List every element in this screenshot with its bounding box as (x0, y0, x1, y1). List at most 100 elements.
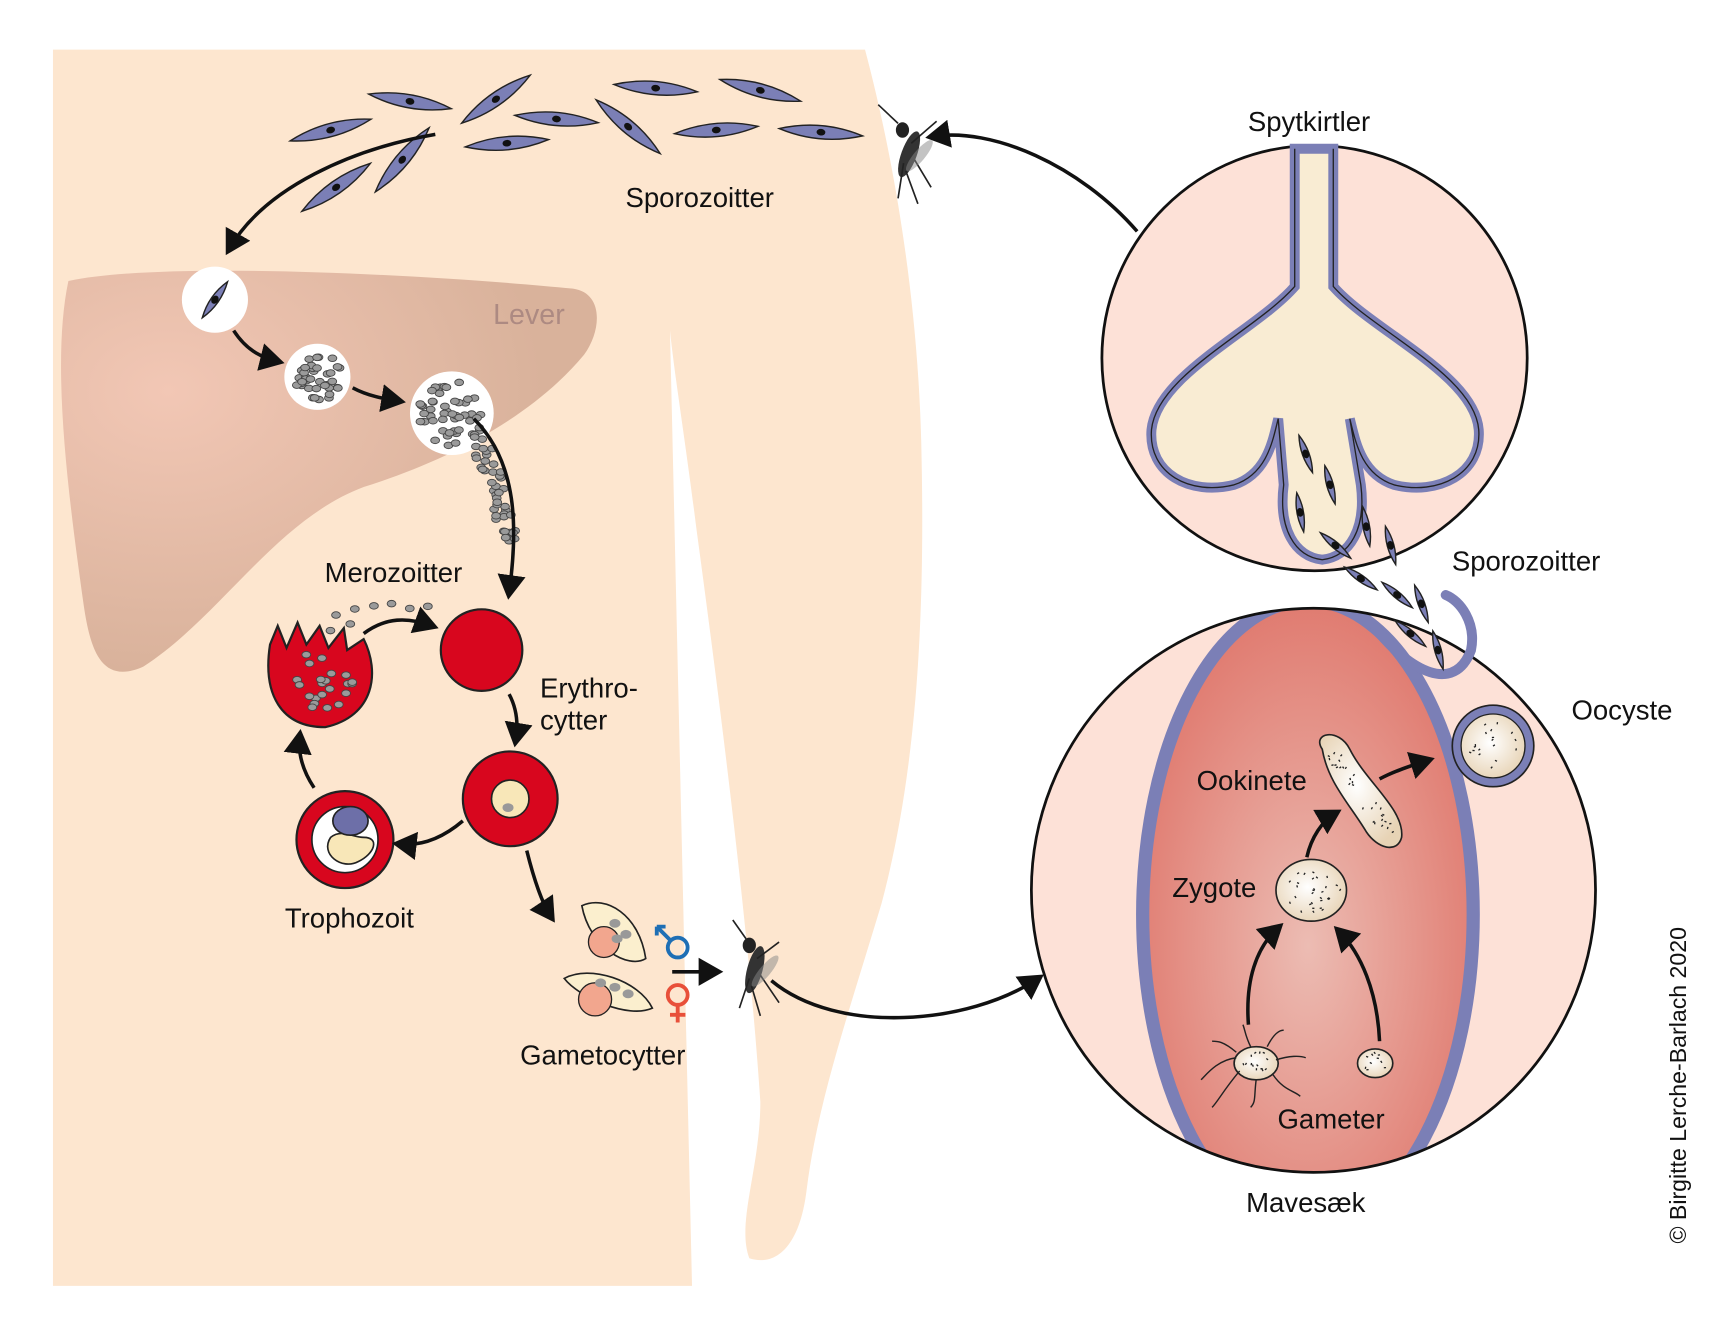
speckle (1321, 908, 1324, 911)
arrow-ring-to-gametocytes (525, 850, 555, 923)
merozoite (419, 409, 429, 418)
merozoite (325, 626, 336, 635)
merozoite (332, 363, 343, 371)
sporozoite (1361, 504, 1372, 549)
merozoite (322, 704, 333, 712)
speckle (1327, 754, 1331, 758)
merozoite (317, 654, 327, 662)
label-mavesaek: Mavesæk (1246, 1187, 1366, 1218)
merozoite (454, 413, 465, 422)
liver-label: Lever (493, 299, 565, 331)
sporozoites-skin (287, 73, 866, 213)
speckle (1365, 1055, 1369, 1058)
merozoite (325, 369, 336, 377)
speckle (1375, 801, 1378, 805)
speckle (1296, 885, 1299, 888)
sporozoite (299, 161, 373, 213)
speckle (1349, 777, 1352, 781)
merozoite (447, 410, 458, 418)
cell-speckles (1242, 722, 1518, 1072)
arrow-trophozoite-to-schizont (283, 729, 316, 789)
speckle (1311, 891, 1314, 895)
liver-schizont-early (284, 343, 351, 410)
arrow-ookinete-to-oocyst (1378, 752, 1435, 781)
speckle (1373, 1051, 1376, 1055)
erythrocyte-uninfected (439, 608, 524, 692)
speckle (1265, 1057, 1269, 1061)
speckle (1478, 753, 1481, 756)
arrow-erythrocyte-to-ring (504, 693, 533, 748)
arrow-liver-to-blood (472, 417, 526, 600)
label-gametocytter: Gametocytter (520, 1039, 685, 1070)
merozoite (347, 678, 358, 686)
merozoite (304, 692, 315, 700)
merozoite (349, 605, 360, 613)
label-sporozoitter-host: Sporozoitter (626, 182, 774, 213)
merozoite (301, 650, 312, 659)
label-zygote: Zygote (1172, 872, 1256, 903)
speckle (1510, 731, 1514, 735)
merozoite (333, 700, 344, 709)
merozoite (491, 511, 501, 520)
merozoite (320, 381, 330, 390)
speckle (1339, 766, 1342, 769)
zygote (1275, 858, 1348, 922)
speckle (1361, 807, 1364, 810)
merozoite (422, 602, 433, 611)
merozoite (331, 611, 341, 619)
merozoite (463, 395, 473, 403)
merozoite (297, 377, 307, 386)
label-erythrocytter-1: Erythro- (540, 672, 638, 703)
merozoite (369, 602, 379, 610)
speckle (1380, 1060, 1383, 1064)
merozoite (294, 681, 305, 689)
sporozoite (512, 111, 601, 127)
merozoite (444, 429, 455, 437)
sporozoite (1384, 524, 1397, 567)
merozoite (304, 659, 315, 668)
arrow-skin-to-liver (225, 132, 436, 256)
copyright-text: © Birgitte Lerche-Barlach 2020 (1665, 927, 1691, 1244)
speckle (1244, 1062, 1248, 1066)
speckle (1382, 813, 1385, 816)
speckle (1256, 1064, 1259, 1067)
gametocyte-male (580, 901, 647, 963)
speckle (1490, 728, 1493, 732)
speckle (1380, 814, 1384, 818)
merozoite (324, 390, 335, 399)
merozoite (307, 703, 318, 711)
speckle (1338, 759, 1341, 762)
speckle (1312, 871, 1315, 874)
speckle (1484, 731, 1487, 735)
label-ookinete: Ookinete (1197, 765, 1307, 796)
merozoite (500, 527, 510, 536)
merozoite-release-stream (469, 433, 520, 545)
speckle (1386, 826, 1389, 830)
merozoite (324, 685, 335, 693)
label-trophozoit: Trophozoit (285, 903, 414, 934)
sporozoite (1413, 583, 1429, 625)
female-symbol-icon (665, 983, 690, 1023)
salivary-glands-panel (1100, 143, 1529, 573)
merozoite (487, 478, 497, 487)
speckle (1380, 818, 1384, 822)
speckle (1264, 1067, 1268, 1071)
merozoite (311, 384, 322, 393)
label-merozoitter: Merozoitter (325, 557, 463, 588)
speckle (1490, 766, 1493, 769)
sporozoite (462, 135, 551, 152)
label-gameter: Gameter (1278, 1103, 1385, 1134)
merozoite (312, 353, 322, 362)
sporozoite (672, 122, 761, 138)
merozoite (440, 402, 450, 411)
speckle (1384, 820, 1387, 823)
merozoite (415, 400, 426, 408)
label-sporozoitter-mosquito: Sporozoitter (1452, 546, 1600, 577)
speckle (1391, 830, 1395, 834)
arrow-merozoites-to-erythrocyte (362, 606, 439, 635)
merozoite (427, 386, 437, 395)
speckle (1294, 895, 1297, 899)
speckle (1371, 1053, 1374, 1056)
male-symbol-icon (654, 924, 690, 960)
